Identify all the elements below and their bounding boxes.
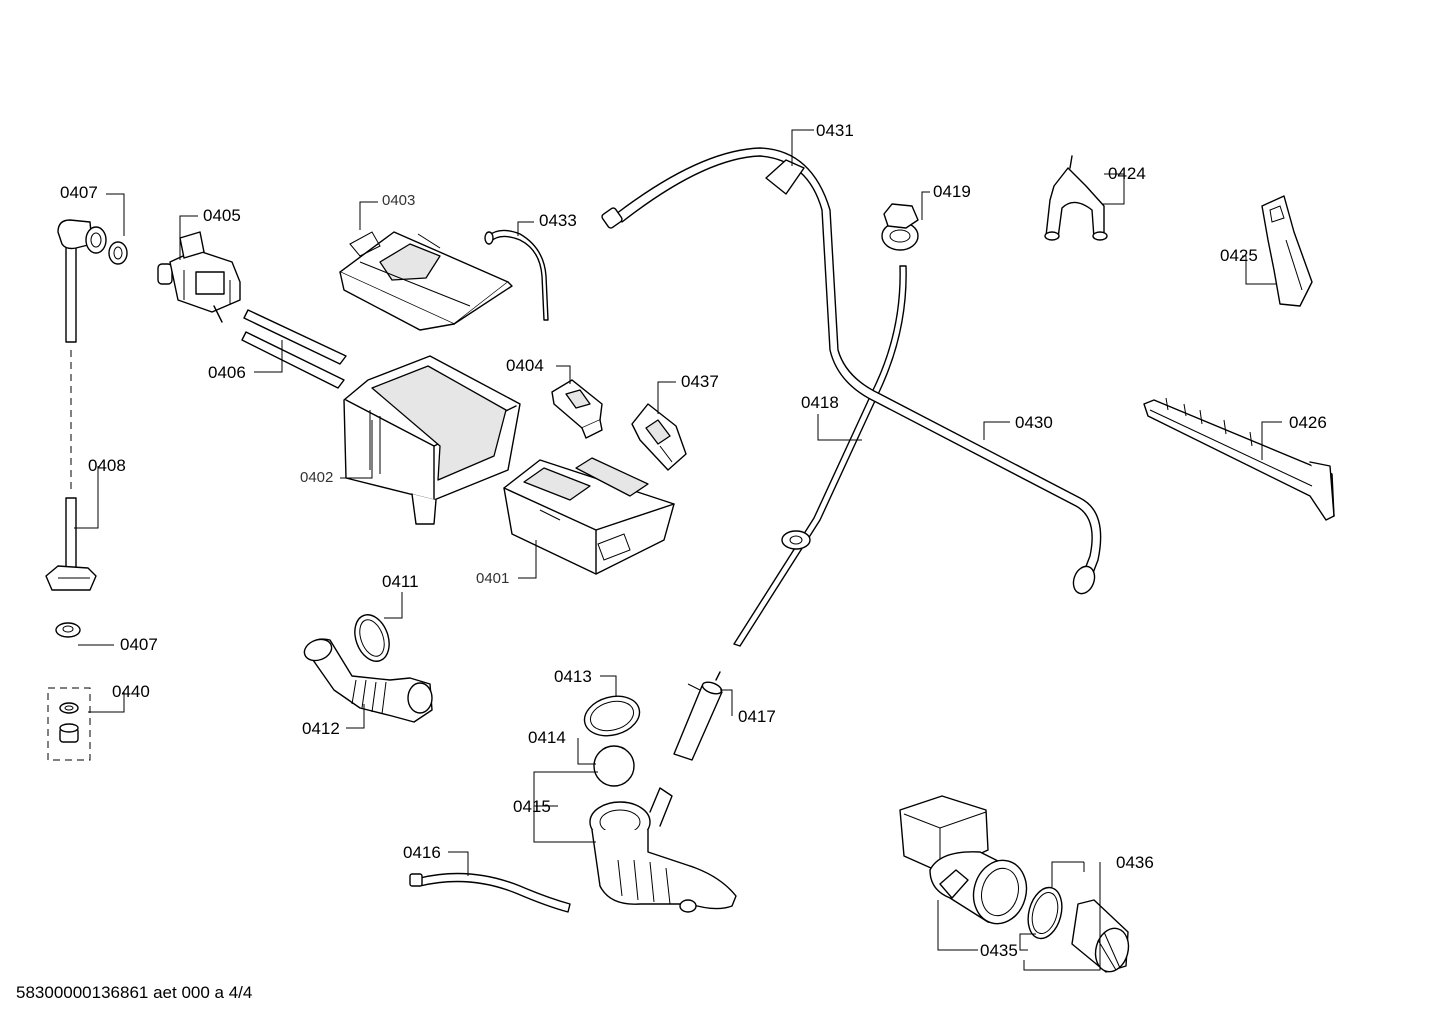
- part-0408-inlet-tube: [45, 497, 97, 591]
- label-0419: 0419: [933, 182, 971, 201]
- part-0413-ring: [583, 695, 641, 737]
- part-0401-detergent-drawer: [503, 457, 675, 575]
- label-0404: 0404: [506, 356, 544, 375]
- label-0418: 0418: [801, 393, 839, 412]
- part-0418-tube: [733, 265, 907, 647]
- label-0411: 0411: [382, 572, 419, 591]
- part-0430-drain-pipe: [601, 147, 1102, 595]
- label-0416: 0416: [403, 843, 441, 862]
- part-0426-rail: [1143, 397, 1335, 521]
- part-0435-drain-pump: [899, 795, 1028, 925]
- part-0403-dispenser-lid: [339, 231, 513, 331]
- label-0401: 0401: [476, 570, 509, 587]
- label-0437: 0437: [681, 372, 719, 391]
- label-0440: 0440: [112, 682, 150, 701]
- callout-labels: 0407 0405 0403 0433 0406 0404 0437 0402 …: [60, 121, 1327, 960]
- label-0425: 0425: [1220, 246, 1258, 265]
- part-0425-bracket: [1261, 195, 1313, 307]
- document-footer: 58300000136861 aet 000 a 4/4: [16, 983, 252, 1002]
- label-0430: 0430: [1015, 413, 1053, 432]
- part-0404-clip: [551, 379, 603, 439]
- label-0413: 0413: [554, 667, 592, 686]
- part-0411-o-ring: [354, 614, 390, 662]
- leader-lines: [74, 129, 1282, 971]
- part-0407-washer: [55, 622, 81, 638]
- label-0407-bottom: 0407: [120, 635, 158, 654]
- part-0440-kit: [47, 687, 91, 761]
- label-0403: 0403: [382, 192, 415, 209]
- part-0412-bellows-hose: [303, 638, 433, 723]
- label-0408: 0408: [88, 456, 126, 475]
- part-0437-bracket: [631, 403, 687, 471]
- label-0426: 0426: [1289, 413, 1327, 432]
- part-0415-sump-hose: [589, 787, 737, 913]
- label-0436: 0436: [1116, 853, 1154, 872]
- label-0433: 0433: [539, 211, 577, 230]
- part-0416-hose: [409, 872, 571, 913]
- label-0435: 0435: [980, 941, 1018, 960]
- part-0424-fork: [1044, 155, 1108, 241]
- part-0402-dispenser-housing: [343, 355, 521, 525]
- part-0405-valve: [157, 231, 241, 323]
- label-0431: 0431: [816, 121, 854, 140]
- label-0402: 0402: [300, 469, 333, 486]
- part-0436-filter: [1027, 886, 1130, 973]
- part-0407-elbow: [57, 219, 128, 343]
- label-0415: 0415: [513, 797, 551, 816]
- label-0412: 0412: [302, 719, 340, 738]
- label-0405: 0405: [203, 206, 241, 225]
- label-0407-top: 0407: [60, 183, 98, 202]
- label-0417: 0417: [738, 707, 776, 726]
- label-0424: 0424: [1108, 164, 1146, 183]
- part-0433-hose: [484, 229, 549, 321]
- part-0419-cap: [881, 203, 919, 251]
- part-0406-hoses: [241, 309, 347, 389]
- label-0414: 0414: [528, 728, 566, 747]
- part-0414-ball: [593, 745, 635, 787]
- label-0406: 0406: [208, 363, 246, 382]
- part-0417-sensor: [673, 671, 723, 761]
